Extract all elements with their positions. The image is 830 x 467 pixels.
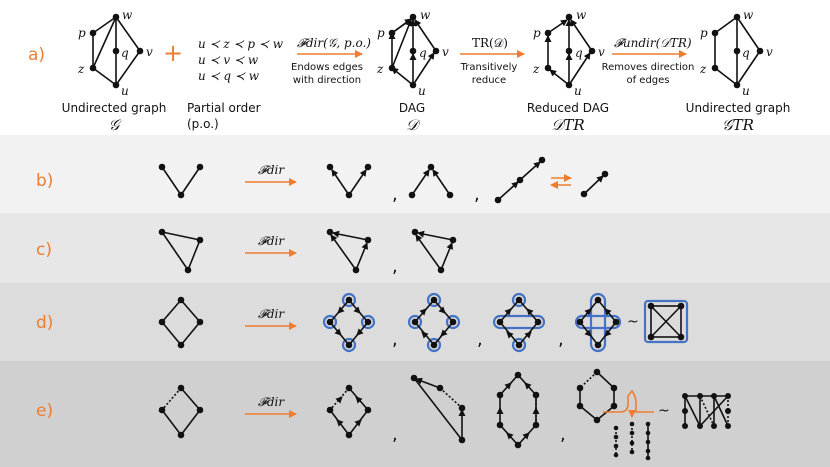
row-label-b: b) — [36, 171, 53, 191]
svg-text:z: z — [532, 62, 540, 76]
svg-text:p: p — [377, 26, 385, 40]
svg-text:p: p — [700, 26, 708, 40]
row-e-dag-3 — [496, 371, 540, 449]
reduced-dag-symbol: 𝒟TR — [551, 116, 584, 134]
undirected-graph: p w q z v u — [77, 8, 153, 98]
tr-label: TR(𝒟) — [472, 36, 508, 50]
row-e-zigzag-graph — [682, 393, 731, 429]
row-d-dag-3 — [492, 292, 546, 353]
row-c-dag-2 — [411, 228, 457, 274]
svg-text:v: v — [766, 45, 773, 59]
svg-text:,: , — [474, 184, 480, 205]
row-c-dag-1 — [326, 228, 372, 274]
undirected-tr-symbol: 𝒢TR — [722, 116, 754, 134]
svg-text:𝓕dir: 𝓕dir — [258, 395, 285, 409]
svg-text:w: w — [420, 8, 431, 22]
row-d-complete-graph — [643, 299, 689, 344]
svg-text:~: ~ — [658, 403, 670, 419]
svg-text:,: , — [392, 424, 398, 445]
svg-text:u: u — [121, 84, 129, 98]
svg-text:w: w — [743, 8, 754, 22]
svg-text:,: , — [392, 329, 398, 350]
svg-text:v: v — [598, 45, 605, 59]
order-line-2: u ≺ v ≺ w — [198, 53, 259, 67]
svg-text:w: w — [576, 8, 587, 22]
dag: p w q z v u — [376, 8, 449, 98]
svg-text:q: q — [121, 46, 129, 60]
svg-text:q: q — [419, 46, 427, 60]
undirected-graph-caption: Undirected graph — [62, 101, 167, 115]
row-c-undirected — [158, 228, 204, 274]
reduced-dag: p w q z v u — [532, 8, 605, 98]
svg-text:z: z — [699, 62, 707, 76]
svg-text:p: p — [533, 26, 541, 40]
svg-text:with direction: with direction — [293, 75, 361, 86]
svg-text:q: q — [575, 46, 583, 60]
svg-text:𝓕dir: 𝓕dir — [258, 234, 285, 248]
svg-text:Endows edges: Endows edges — [291, 62, 363, 73]
row-e-chains — [613, 421, 651, 461]
row-label-a: a) — [28, 45, 45, 65]
svg-text:w: w — [122, 8, 133, 22]
row-b-dag-4 — [580, 170, 609, 198]
svg-text:𝓕dir: 𝓕dir — [258, 307, 285, 321]
row-d-dag-1 — [322, 292, 376, 353]
dag-symbol: 𝒟 — [406, 116, 421, 134]
row-e-dag-1 — [326, 384, 372, 439]
dag-caption: DAG — [399, 101, 425, 115]
svg-text:Transitively: Transitively — [460, 62, 518, 73]
svg-text:u: u — [574, 84, 582, 98]
partial-order-caption: Partial order — [187, 101, 261, 115]
row-d-dag-2 — [407, 292, 461, 353]
reduced-dag-caption: Reduced DAG — [527, 101, 609, 115]
swap-arrows-icon — [550, 174, 572, 189]
svg-text:reduce: reduce — [472, 75, 506, 86]
fdir-arrow-b: 𝓕dir — [245, 163, 297, 186]
svg-text:𝓕dir: 𝓕dir — [258, 163, 285, 177]
svg-text:u: u — [418, 84, 426, 98]
undirected-graph-tr: p w q z v u — [699, 8, 773, 98]
row-label-d: d) — [36, 313, 53, 333]
fdir-arrow-d: 𝓕dir — [245, 307, 297, 330]
row-b-undirected — [158, 163, 204, 199]
order-line-3: u ≺ q ≺ w — [198, 69, 260, 83]
row-b-band — [0, 135, 830, 213]
svg-text:,: , — [477, 329, 483, 350]
row-e-dag-2 — [410, 374, 466, 444]
fdir-arrow-c: 𝓕dir — [245, 234, 297, 257]
row-e-undirected — [158, 384, 204, 439]
row-c-band — [0, 213, 830, 283]
row-b-dag-1 — [326, 163, 372, 199]
row-d-dag-4 — [574, 292, 622, 353]
row-e-dag-4 — [576, 368, 654, 424]
fdir-arrow-e: 𝓕dir — [245, 395, 297, 418]
undirected-graph-symbol: 𝒢 — [109, 116, 122, 134]
fundir-label: 𝓕undir(𝒟TR) — [614, 36, 692, 50]
svg-text:v: v — [146, 45, 153, 59]
svg-text:u: u — [742, 84, 750, 98]
partial-order-abbrev: (p.o.) — [187, 117, 219, 131]
svg-text:v: v — [442, 45, 449, 59]
svg-text:q: q — [742, 46, 750, 60]
svg-text:p: p — [78, 26, 86, 40]
undirected-tr-caption: Undirected graph — [686, 101, 791, 115]
svg-text:,: , — [392, 184, 398, 205]
row-label-e: e) — [36, 401, 53, 421]
svg-text:z: z — [376, 62, 384, 76]
order-line-1: u ≺ z ≺ p ≺ w — [198, 37, 284, 51]
fdir-label: 𝓕dir(𝒢, p.o.) — [297, 36, 371, 50]
svg-text:,: , — [560, 424, 566, 445]
row-b-dag-2 — [408, 163, 454, 199]
svg-text:of edges: of edges — [626, 75, 669, 86]
row-b-dag-3 — [494, 156, 546, 204]
svg-text:,: , — [558, 329, 564, 350]
svg-text:,: , — [392, 256, 398, 277]
row-d-undirected — [158, 296, 204, 349]
svg-text:~: ~ — [627, 314, 639, 330]
svg-text:Removes direction: Removes direction — [602, 62, 695, 73]
row-label-c: c) — [36, 240, 52, 260]
plus-sign: + — [163, 39, 183, 67]
svg-text:z: z — [77, 62, 85, 76]
